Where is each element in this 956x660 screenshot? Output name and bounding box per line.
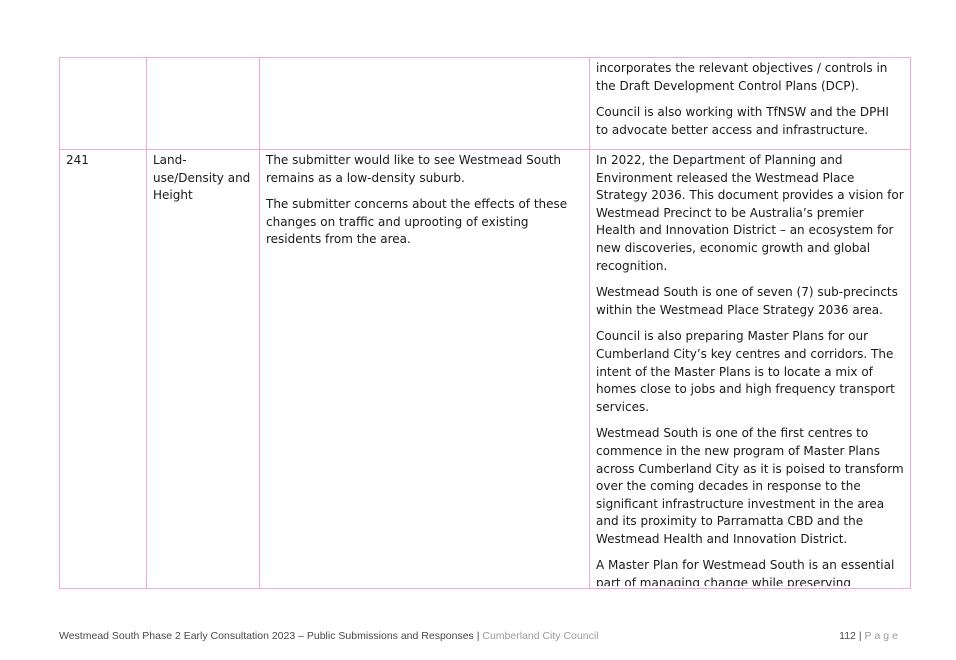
response-paragraph: incorporates the relevant objectives / c… xyxy=(596,61,888,93)
response-paragraph: Council is also preparing Master Plans f… xyxy=(596,329,895,414)
cell-submission: The submitter would like to see Westmead… xyxy=(259,149,590,589)
submissions-table: incorporates the relevant objectives / c… xyxy=(59,57,911,589)
footer-organisation: Cumberland City Council xyxy=(482,630,599,642)
footer-page-block: 112 | Page xyxy=(839,630,901,642)
cell-category: Land-use/Density and Height xyxy=(146,149,260,589)
table-row-continued: incorporates the relevant objectives / c… xyxy=(59,57,911,150)
cell-submission xyxy=(259,57,590,150)
cell-response: In 2022, the Department of Planning and … xyxy=(589,149,911,589)
response-paragraph: A Master Plan for Westmead South is an e… xyxy=(596,558,895,586)
page-separator: | xyxy=(855,630,865,642)
submission-paragraph: The submitter concerns about the effects… xyxy=(266,197,568,247)
table-row-241: 241 Land-use/Density and Height The subm… xyxy=(59,149,911,589)
cell-response: incorporates the relevant objectives / c… xyxy=(589,57,911,150)
cell-number: 241 xyxy=(59,149,147,589)
response-paragraph: Westmead South is one of seven (7) sub-p… xyxy=(596,285,898,317)
page-number: 112 xyxy=(839,630,856,642)
response-paragraph: Council is also working with TfNSW and t… xyxy=(596,105,889,137)
page-footer: Westmead South Phase 2 Early Consultatio… xyxy=(59,630,910,646)
cell-number xyxy=(59,57,147,150)
footer-title-block: Westmead South Phase 2 Early Consultatio… xyxy=(59,630,599,642)
footer-document-title: Westmead South Phase 2 Early Consultatio… xyxy=(59,630,474,642)
submission-category: Land-use/Density and Height xyxy=(153,153,251,203)
page-word: Page xyxy=(864,630,901,642)
footer-separator: | xyxy=(473,630,483,642)
submission-paragraph: The submitter would like to see Westmead… xyxy=(266,153,562,185)
response-paragraph: In 2022, the Department of Planning and … xyxy=(596,153,904,273)
cell-category xyxy=(146,57,260,150)
response-paragraph: Westmead South is one of the first centr… xyxy=(596,426,904,546)
submission-number: 241 xyxy=(66,153,89,167)
